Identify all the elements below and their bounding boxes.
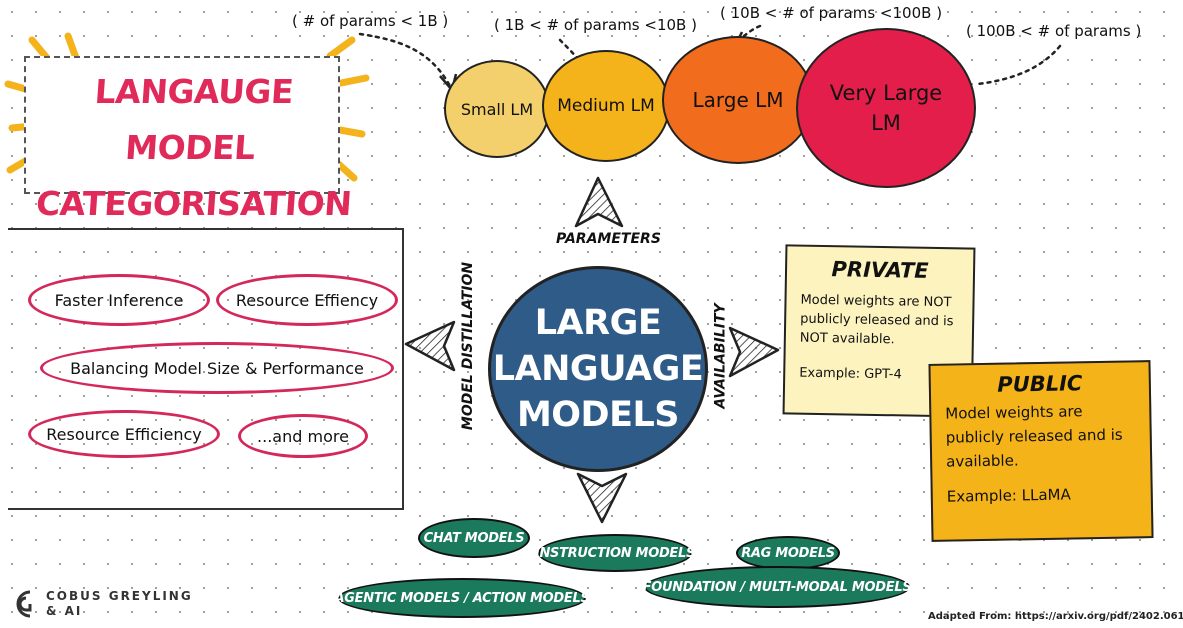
arrow-down-icon bbox=[576, 472, 628, 524]
param-range-medium: ( 1B < # of params <10B ) bbox=[494, 16, 697, 34]
distillation-item: Resource Efficiency bbox=[28, 410, 220, 458]
bubble-large-lm: Large LM bbox=[662, 36, 814, 164]
axis-label-parameters: PARAMETERS bbox=[556, 231, 661, 247]
llm-center-circle: LARGE LANGUAGE MODELS bbox=[488, 266, 708, 472]
type-badge: INSTRUCTION MODELS bbox=[535, 534, 695, 572]
param-range-small: ( # of params < 1B ) bbox=[292, 12, 449, 30]
distillation-item: Resource Effiency bbox=[216, 274, 398, 326]
bubble-medium-lm: Medium LM bbox=[542, 50, 670, 162]
title-frame bbox=[24, 56, 340, 194]
brand-name: COBUS GREYLING & AI bbox=[46, 589, 193, 619]
arrow-left-icon bbox=[404, 320, 456, 372]
type-badge: FOUNDATION / MULTI-MODAL MODELS bbox=[643, 566, 912, 608]
bubble-small-lm-label: Small LM bbox=[460, 99, 534, 119]
distillation-item: ...and more bbox=[238, 414, 368, 458]
llm-center-line-1: LARGE bbox=[534, 303, 662, 343]
bubble-large-lm-label: Large LM bbox=[692, 88, 784, 112]
param-range-very-large: ( 100B < # of params ) bbox=[966, 22, 1142, 40]
source-credit: Adapted From: https://arxiv.org/pdf/2402… bbox=[928, 611, 1183, 622]
distillation-item: Faster Inference bbox=[28, 274, 210, 326]
bubble-very-large-lm-label-1: Very Large bbox=[829, 81, 943, 105]
brand-line-2: & AI bbox=[46, 604, 83, 618]
bubble-very-large-lm-label-2: LM bbox=[871, 111, 901, 135]
distillation-item: Balancing Model Size & Performance bbox=[40, 342, 394, 394]
arrow-up-icon bbox=[574, 176, 624, 228]
bubble-very-large-lm: Very Large LM bbox=[796, 28, 976, 188]
brand-line-1: COBUS GREYLING bbox=[46, 589, 193, 603]
arrow-right-icon bbox=[728, 326, 780, 378]
bubble-medium-lm-label: Medium LM bbox=[557, 96, 655, 116]
llm-center-line-3: MODELS bbox=[516, 395, 680, 435]
type-badge: AGENTIC MODELS / ACTION MODELS bbox=[334, 578, 590, 618]
distillation-panel bbox=[8, 228, 404, 510]
llm-center-line-2: LANGUAGE bbox=[492, 349, 704, 389]
param-range-large: ( 10B < # of params <100B ) bbox=[720, 4, 943, 22]
type-badge: CHAT MODELS bbox=[418, 518, 530, 558]
